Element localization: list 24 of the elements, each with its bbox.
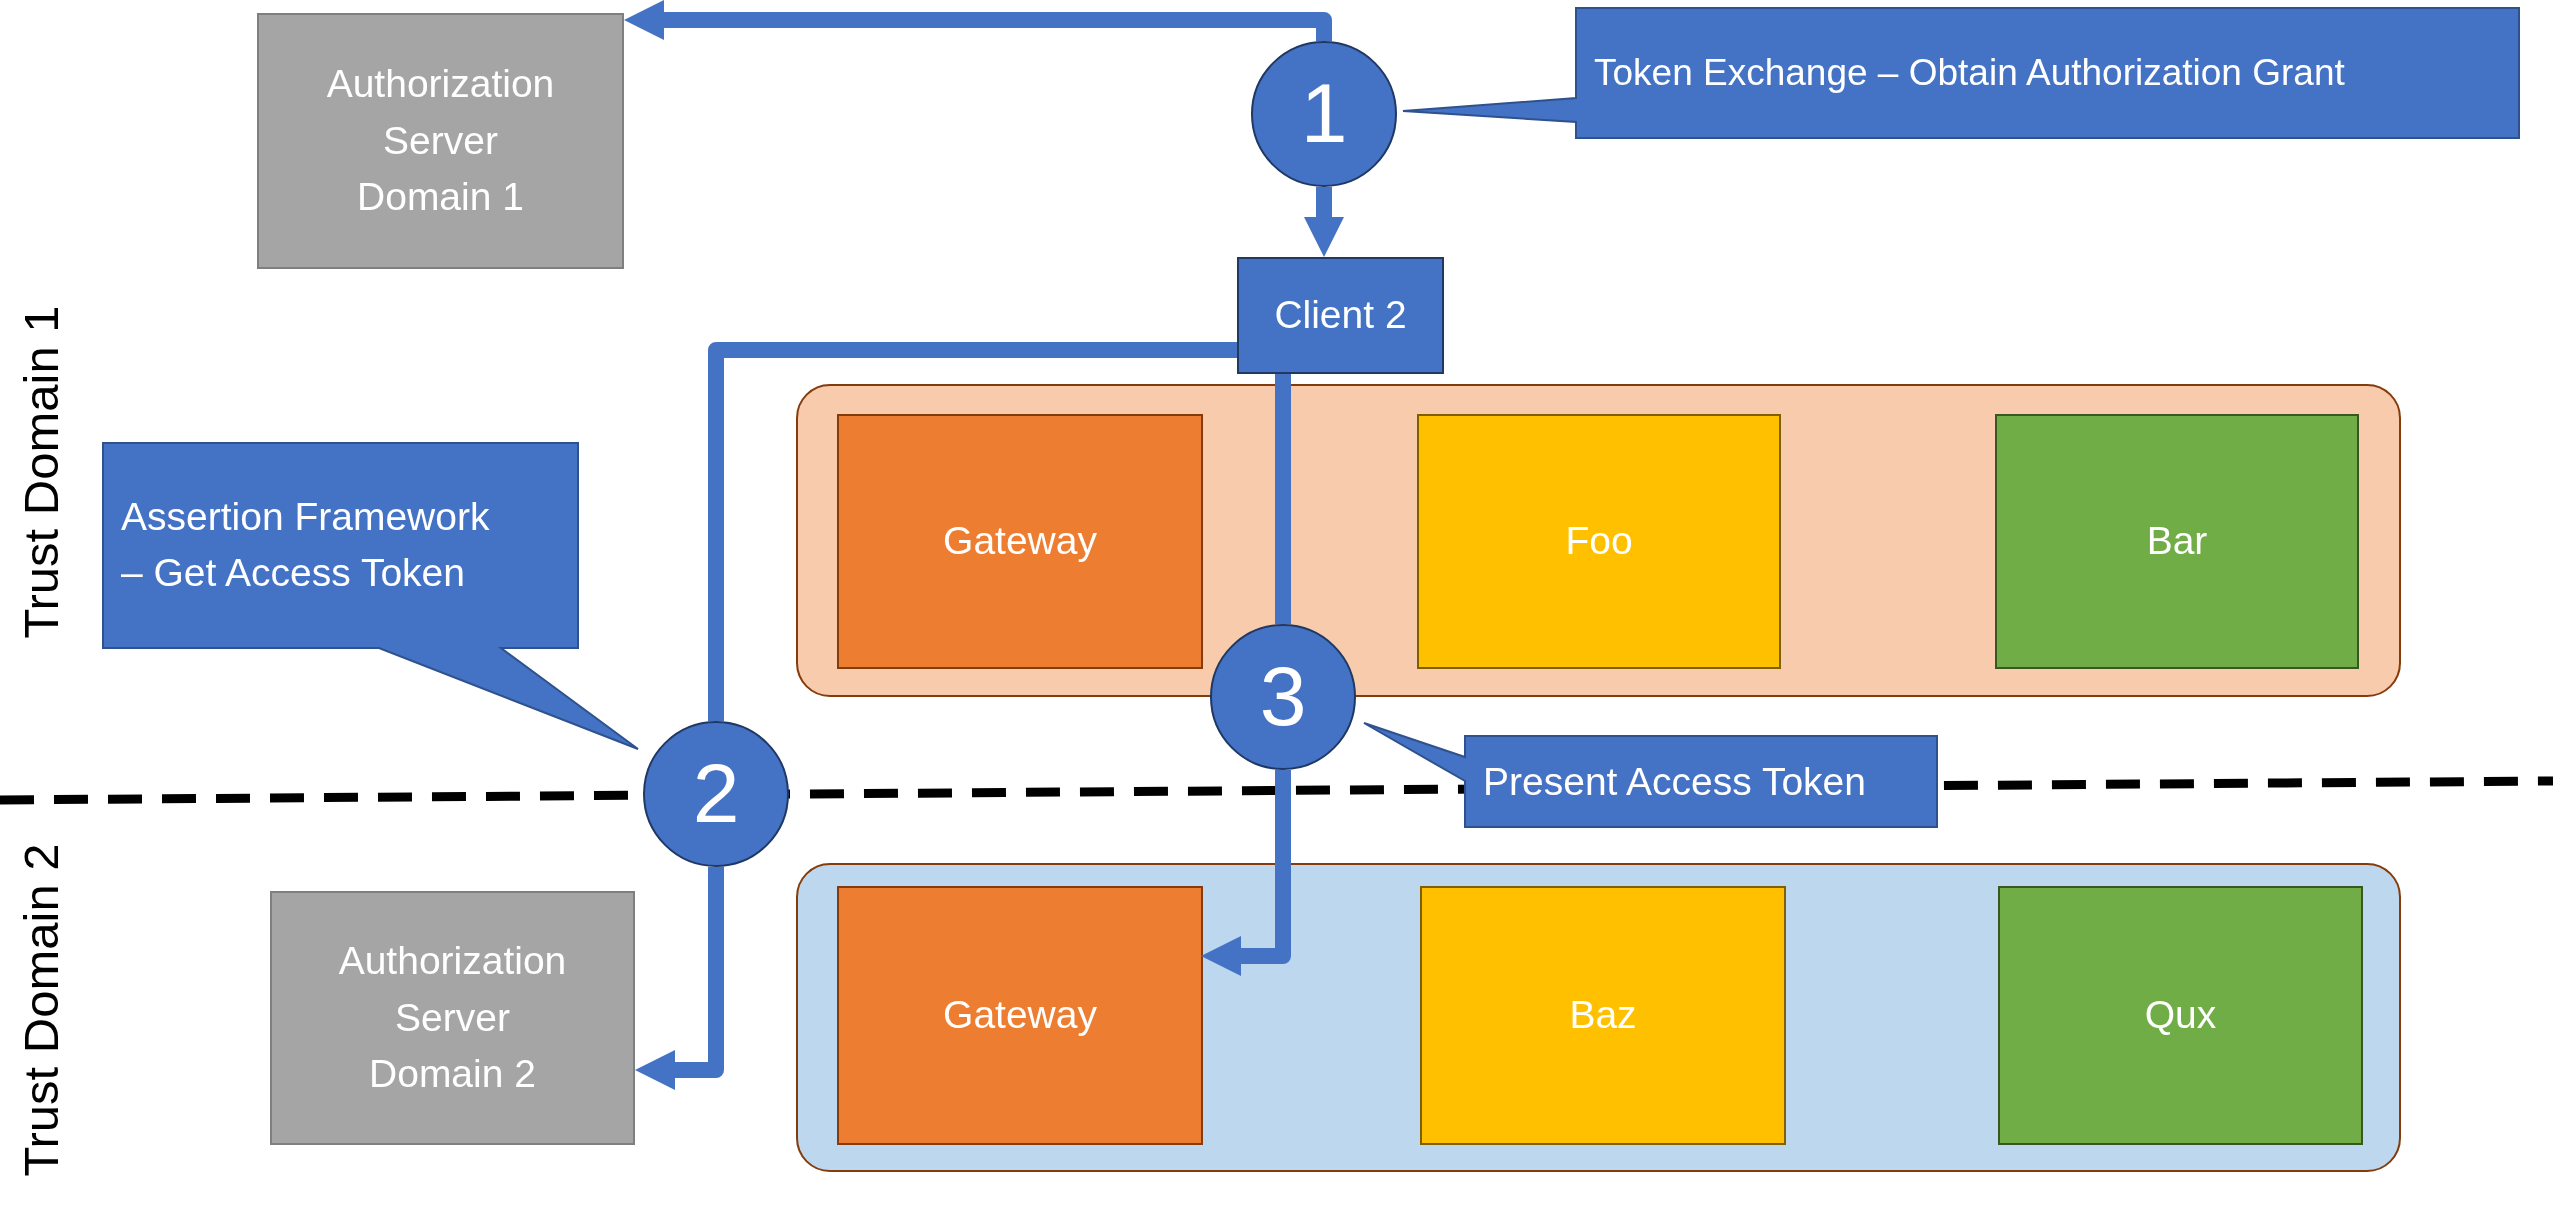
callout-text: Token Exchange – Obtain Authorization Grant (1594, 51, 2346, 96)
client-box: Client 2 (1237, 257, 1444, 374)
server-box: Authorization Server Domain 2 (270, 891, 635, 1145)
domain-group-panel (796, 863, 2401, 1172)
service-box: Gateway (837, 886, 1203, 1145)
service-box: Gateway (837, 414, 1203, 669)
step-circle: 2 (643, 721, 789, 867)
step-circle: 3 (1210, 624, 1356, 770)
callout-text: Present Access Token (1483, 758, 1867, 805)
step-circle: 1 (1251, 41, 1397, 187)
arrow (1304, 187, 1344, 257)
domain-label: Trust Domain 2 (13, 843, 69, 1177)
service-box: Bar (1995, 414, 2359, 669)
service-box: Qux (1998, 886, 2363, 1145)
service-box: Foo (1417, 414, 1781, 669)
arrow (1201, 770, 1291, 976)
service-box: Baz (1420, 886, 1786, 1145)
server-box: Authorization Server Domain 1 (257, 13, 624, 269)
arrow (624, 0, 1332, 41)
arrow (635, 867, 724, 1090)
connector-line (708, 342, 1237, 721)
callout-text: Assertion Framework – Get Access Token (121, 493, 491, 597)
connector-line (1275, 374, 1291, 624)
domain-label: Trust Domain 1 (13, 305, 69, 639)
